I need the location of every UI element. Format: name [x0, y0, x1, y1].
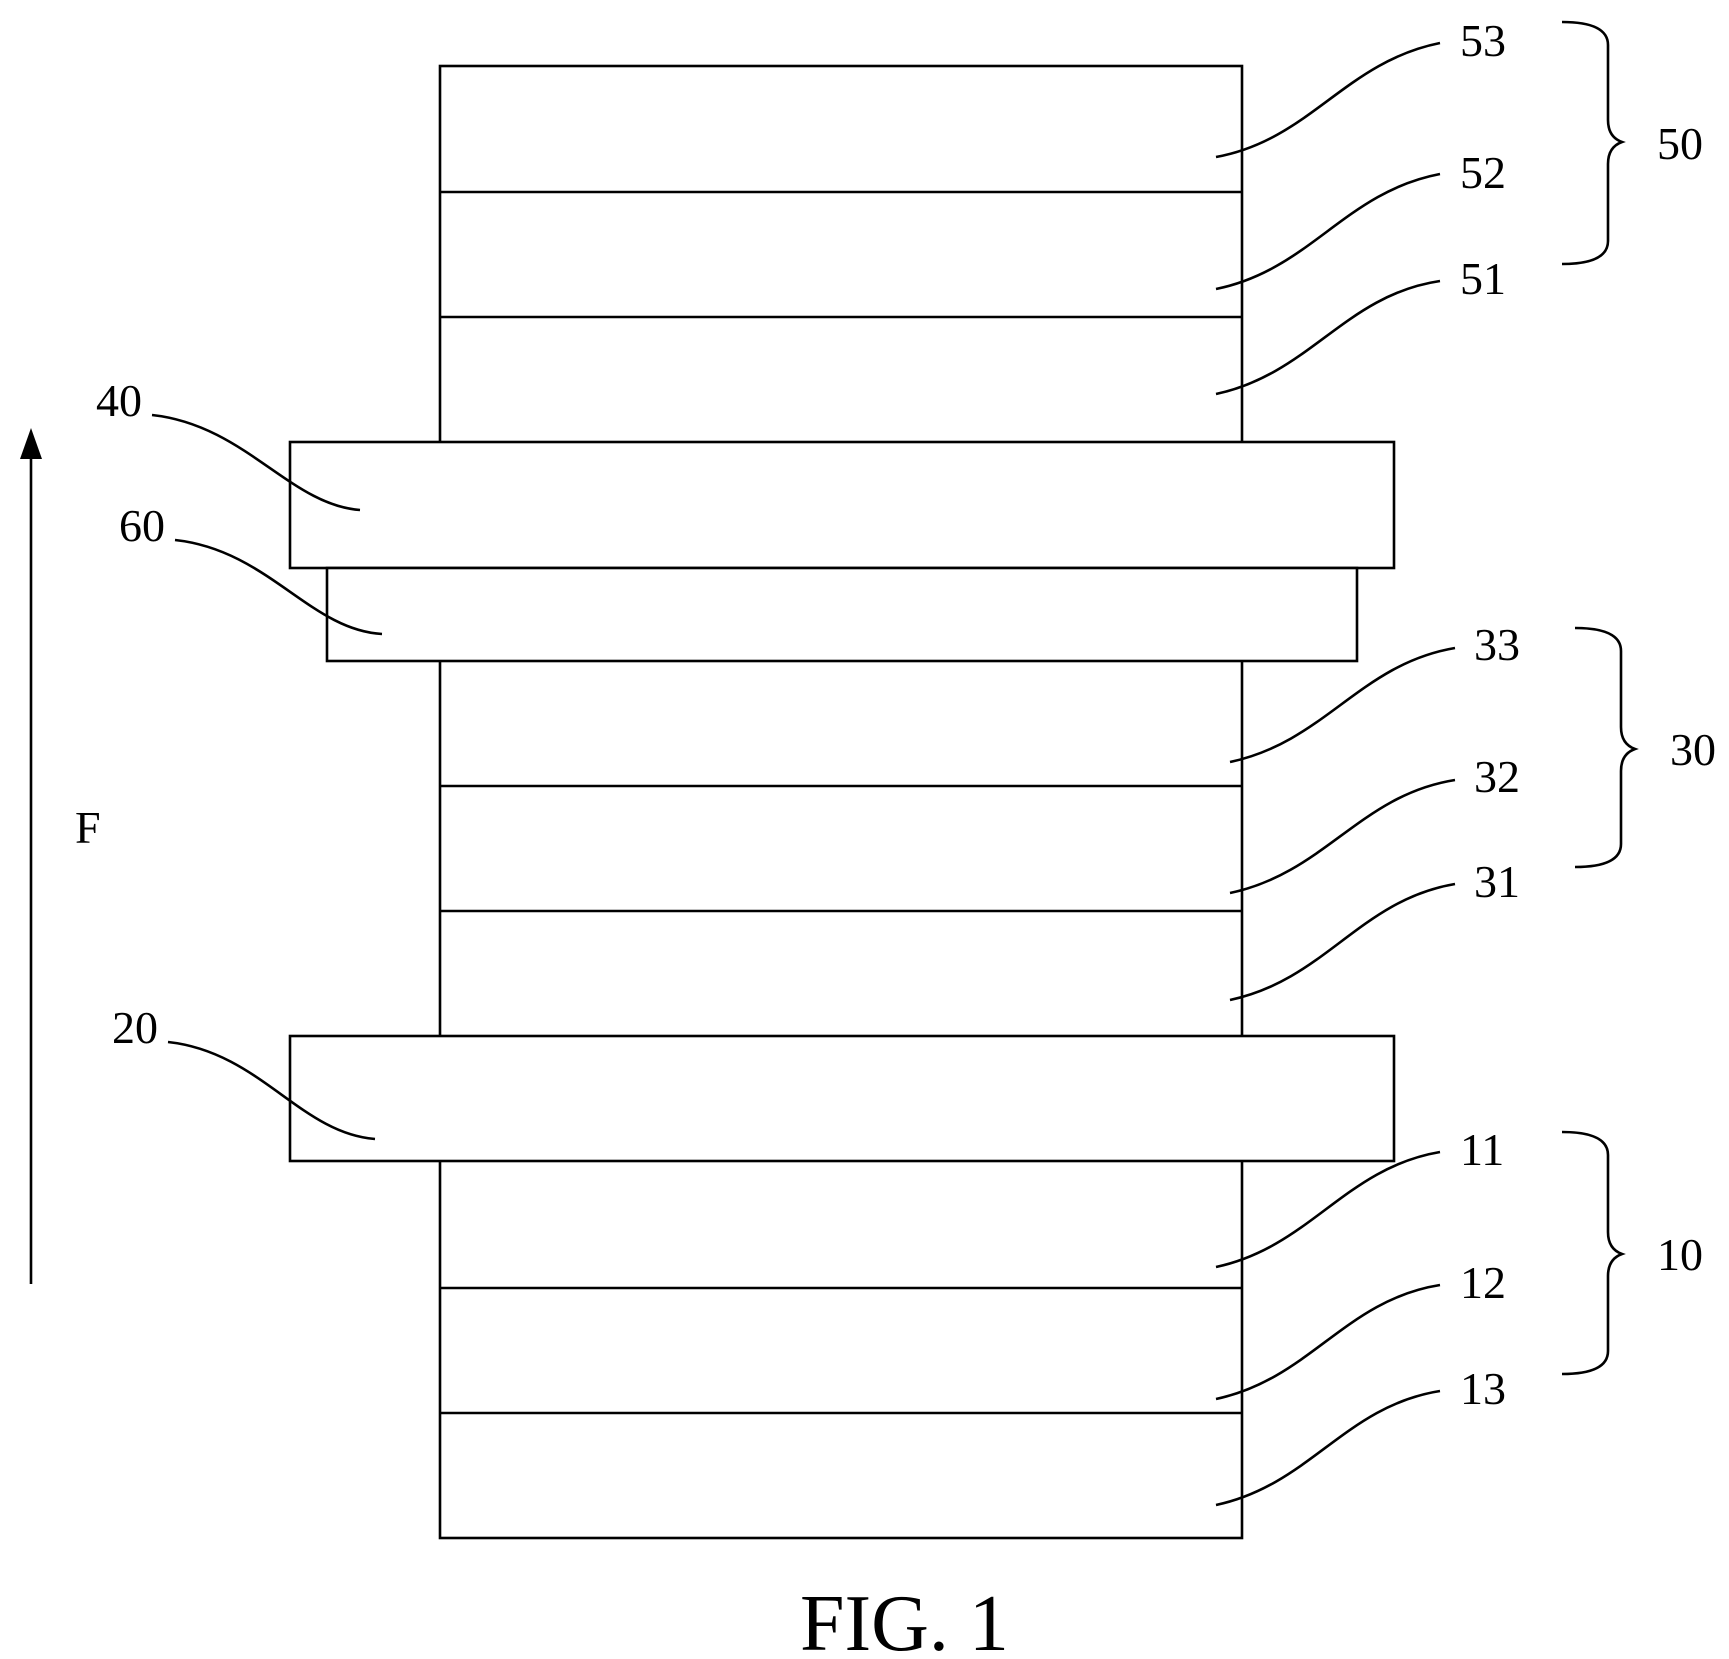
- layer-60: [327, 568, 1357, 661]
- leader-52: [1216, 174, 1440, 289]
- label-53: 53: [1460, 15, 1506, 66]
- label-52: 52: [1460, 147, 1506, 198]
- leader-33: [1230, 648, 1455, 762]
- label-32: 32: [1474, 751, 1520, 802]
- leader-53: [1216, 43, 1440, 157]
- brace-group-30: [1575, 628, 1635, 867]
- figure-caption: FIG. 1: [800, 1580, 1009, 1659]
- label-group-50: 50: [1657, 118, 1703, 169]
- leader-31: [1230, 884, 1455, 1000]
- layer-20: [290, 1036, 1394, 1161]
- leader-51: [1216, 281, 1440, 394]
- layer-column: [440, 66, 1242, 1538]
- arrow-label-f: F: [75, 802, 101, 853]
- label-12: 12: [1460, 1257, 1506, 1308]
- brace-group-10: [1562, 1132, 1622, 1374]
- layer-40: [290, 442, 1394, 568]
- label-33: 33: [1474, 619, 1520, 670]
- label-11: 11: [1460, 1124, 1504, 1175]
- label-60: 60: [119, 500, 165, 551]
- label-group-10: 10: [1657, 1229, 1703, 1280]
- leader-32: [1230, 780, 1455, 893]
- leader-11: [1216, 1152, 1440, 1267]
- label-13: 13: [1460, 1363, 1506, 1414]
- label-40: 40: [96, 375, 142, 426]
- label-31: 31: [1474, 856, 1520, 907]
- label-51: 51: [1460, 253, 1506, 304]
- label-20: 20: [112, 1002, 158, 1053]
- brace-group-50: [1562, 22, 1622, 264]
- direction-arrow-head: [20, 428, 42, 459]
- leader-13: [1216, 1391, 1440, 1505]
- label-group-30: 30: [1670, 724, 1716, 775]
- leader-12: [1216, 1285, 1440, 1399]
